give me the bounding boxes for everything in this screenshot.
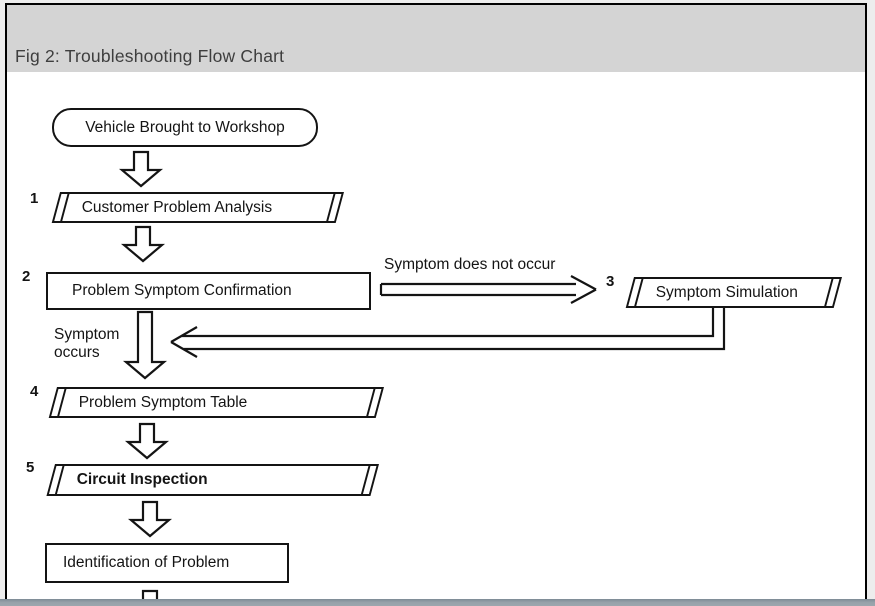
figure-title: Fig 2: Troubleshooting Flow Chart [15, 46, 285, 66]
figure-header-band: Fig 2: Troubleshooting Flow Chart [7, 5, 865, 72]
slash-decoration [366, 389, 376, 416]
step4-number: 4 [30, 383, 39, 400]
end-box: Identification of Problem [45, 543, 289, 583]
step5-box: Circuit Inspection [46, 464, 379, 496]
step5-label: Circuit Inspection [76, 471, 208, 488]
step5-number: 5 [26, 459, 35, 476]
step2-label: Problem Symptom Confirmation [72, 282, 292, 299]
step3-box: Symptom Simulation [625, 277, 842, 308]
step1-label: Customer Problem Analysis [81, 198, 273, 216]
down-arrow-step1-to-step2 [120, 225, 166, 263]
step4-box: Problem Symptom Table [48, 387, 385, 418]
bottom-bar [0, 599, 875, 606]
step1-number: 1 [30, 190, 39, 207]
label-symptom-does-not-occur: Symptom does not occur [384, 256, 556, 273]
return-arrow-simulation-to-flow [170, 308, 726, 358]
down-arrow-step4-to-step5 [124, 422, 170, 460]
step4-label: Problem Symptom Table [78, 393, 248, 411]
slash-decoration [326, 194, 336, 221]
start-terminator: Vehicle Brought to Workshop [52, 108, 318, 147]
step3-number: 3 [606, 273, 615, 290]
down-arrow-step2-to-step4 [122, 310, 168, 380]
down-arrow-step5-to-end [127, 500, 173, 538]
slash-decoration [360, 466, 371, 494]
down-arrow-end-partial [141, 589, 159, 600]
slash-decoration [824, 279, 834, 306]
step3-label: Symptom Simulation [655, 283, 798, 301]
down-arrow-start-to-step1 [118, 150, 164, 188]
start-terminator-label: Vehicle Brought to Workshop [85, 118, 285, 136]
end-box-label: Identification of Problem [63, 554, 230, 571]
step2-box: Problem Symptom Confirmation [46, 272, 371, 310]
step1-box: Customer Problem Analysis [51, 192, 345, 223]
label-symptom-occurs: Symptom occurs [54, 326, 120, 361]
step2-number: 2 [22, 268, 31, 285]
right-arrow-symptom-does-not-occur [379, 275, 597, 304]
